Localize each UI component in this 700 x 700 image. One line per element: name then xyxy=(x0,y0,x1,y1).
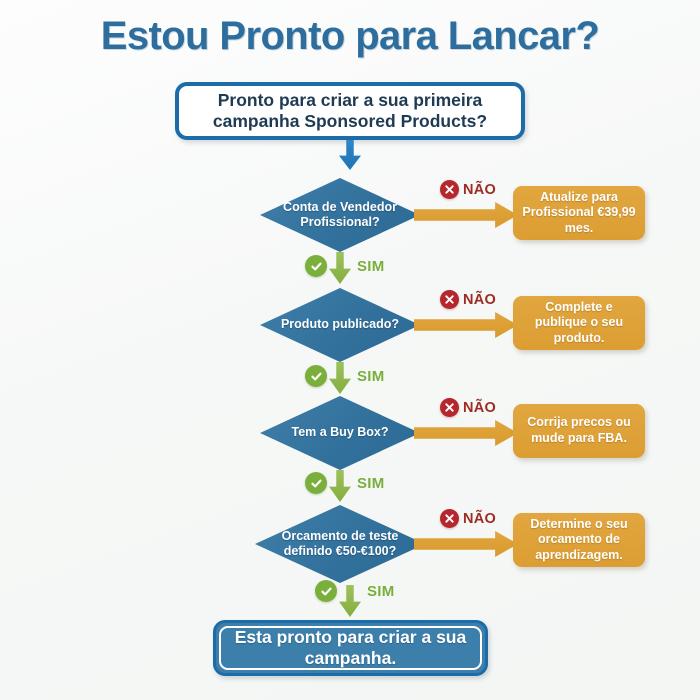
decision-node-4: Orcamento de teste definido €50-€100? xyxy=(255,505,425,583)
no-label-group-2: NÃO xyxy=(440,290,496,309)
yes-label-2: SIM xyxy=(357,367,385,385)
no-label-3: NÃO xyxy=(463,399,497,416)
no-label-group-4: NÃO xyxy=(440,509,496,528)
start-node-label: Pronto para criar a sua primeira campanh… xyxy=(212,90,488,131)
x-circle-icon xyxy=(440,290,459,309)
arrow-start-to-step1 xyxy=(339,140,361,170)
decision-node-2: Produto publicado? xyxy=(260,288,420,362)
yes-label-4: SIM xyxy=(367,582,395,600)
check-circle-icon xyxy=(305,255,327,277)
action-node-1: Atualize para Profissional €39,99 mes. xyxy=(513,186,645,240)
x-circle-icon xyxy=(440,180,459,199)
page-title: Estou Pronto para Lancar? xyxy=(100,14,600,58)
no-label-2: NÃO xyxy=(463,291,497,308)
arrow-no-2 xyxy=(414,312,518,338)
yes-label-3: SIM xyxy=(357,474,385,492)
yes-label-group-4: SIM xyxy=(315,580,395,602)
arrow-no-3 xyxy=(414,420,518,446)
no-label-1: NÃO xyxy=(463,181,497,198)
yes-label-group-3: SIM xyxy=(305,472,385,494)
yes-label-1: SIM xyxy=(357,257,385,275)
no-label-4: NÃO xyxy=(463,510,497,527)
action-node-2: Complete e publique o seu produto. xyxy=(513,296,645,350)
x-circle-icon xyxy=(440,509,459,528)
end-node: Esta pronto para criar a sua campanha. xyxy=(213,620,488,676)
decision-node-1: Conta de Vendedor Profissional? xyxy=(260,178,420,252)
action-node-2-label: Complete e publique o seu produto. xyxy=(534,299,624,345)
arrow-no-1 xyxy=(414,202,518,228)
decision-node-3: Tem a Buy Box? xyxy=(260,396,420,470)
action-node-3: Corrija precos ou mude para FBA. xyxy=(513,404,645,458)
action-node-4: Determine o seu orcamento de aprendizage… xyxy=(513,513,645,567)
decision-node-4-label: Orcamento de teste definido €50-€100? xyxy=(281,528,399,558)
no-label-group-3: NÃO xyxy=(440,398,496,417)
action-node-1-label: Atualize para Profissional €39,99 mes. xyxy=(522,189,636,235)
check-circle-icon xyxy=(305,365,327,387)
x-circle-icon xyxy=(440,398,459,417)
end-node-label: Esta pronto para criar a sua campanha. xyxy=(234,627,467,668)
yes-label-group-1: SIM xyxy=(305,255,385,277)
decision-node-2-label: Produto publicado? xyxy=(280,317,400,332)
decision-node-3-label: Tem a Buy Box? xyxy=(291,425,389,440)
end-node-inner: Esta pronto para criar a sua campanha. xyxy=(219,626,482,670)
no-label-group-1: NÃO xyxy=(440,180,496,199)
start-node: Pronto para criar a sua primeira campanh… xyxy=(175,82,525,140)
decision-node-1-label: Conta de Vendedor Profissional? xyxy=(283,199,397,229)
check-circle-icon xyxy=(305,472,327,494)
yes-label-group-2: SIM xyxy=(305,365,385,387)
arrow-no-4 xyxy=(414,531,518,557)
check-circle-icon xyxy=(315,580,337,602)
action-node-4-label: Determine o seu orcamento de aprendizage… xyxy=(530,516,628,562)
action-node-3-label: Corrija precos ou mude para FBA. xyxy=(527,415,631,445)
